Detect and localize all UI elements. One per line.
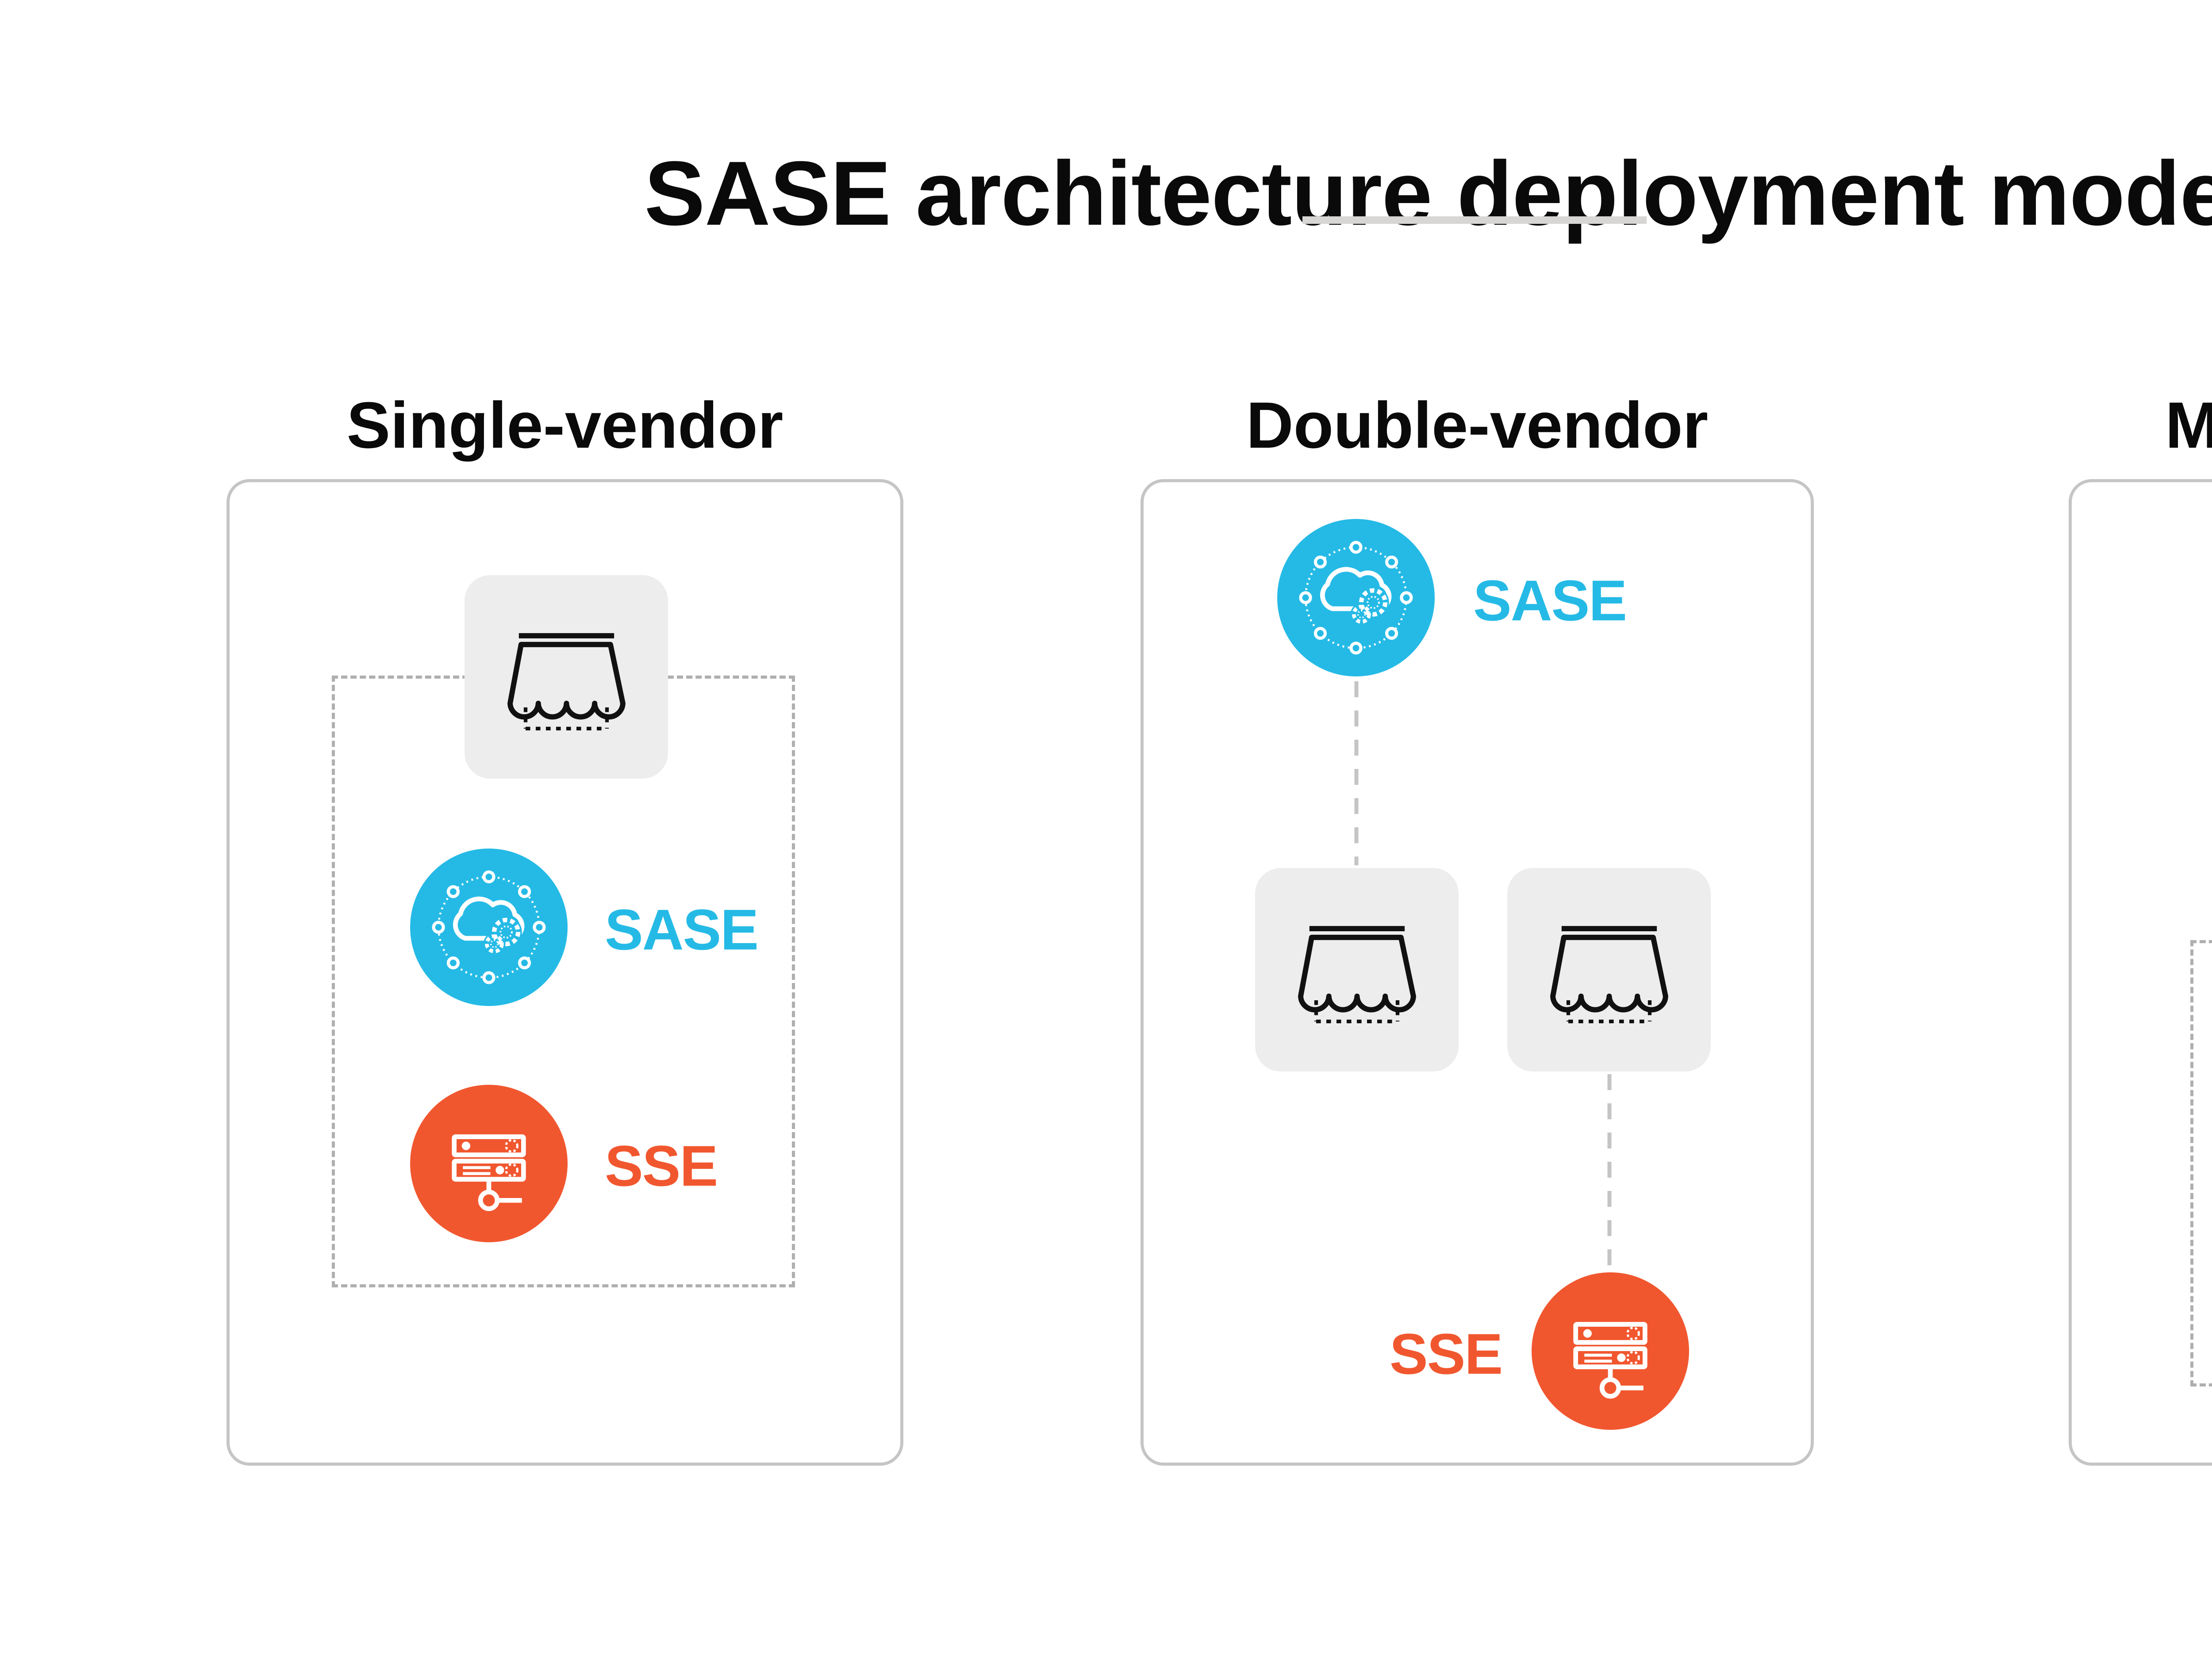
- cloud-gears-network-icon: [432, 870, 546, 984]
- sase-label: SASE: [605, 897, 759, 962]
- storefront-icon: [507, 633, 626, 730]
- branch-office-tile: [1255, 868, 1459, 1071]
- sase-label: SASE: [1473, 568, 1627, 633]
- storefront-icon: [1550, 926, 1668, 1023]
- sase-badge: [410, 849, 568, 1006]
- managed-sase-dashed-boundary: [2190, 940, 2212, 1386]
- sse-badge: [410, 1085, 568, 1242]
- panel-title-double-vendor: Double-vendor: [1246, 389, 1709, 462]
- panel-managed-sase: [2069, 479, 2212, 1466]
- sase-badge: [1277, 519, 1435, 676]
- server-stack-icon: [1573, 1322, 1647, 1399]
- page-title: SASE architecture deployment models: [644, 142, 2212, 245]
- panel-title-single-vendor: Single-vendor: [346, 389, 783, 462]
- sse-badge: [1532, 1272, 1689, 1430]
- branch-office-tile: [465, 575, 668, 779]
- branch-office-tile: [1507, 868, 1711, 1071]
- cloud-gears-network-icon: [1299, 541, 1413, 655]
- server-stack-icon: [452, 1134, 526, 1211]
- storefront-icon: [1298, 926, 1416, 1023]
- title-divider: [1302, 216, 1647, 224]
- panel-title-managed-sase: Managed SASE: [2165, 389, 2212, 462]
- sse-label: SSE: [605, 1133, 718, 1198]
- sse-label: SSE: [1390, 1321, 1503, 1386]
